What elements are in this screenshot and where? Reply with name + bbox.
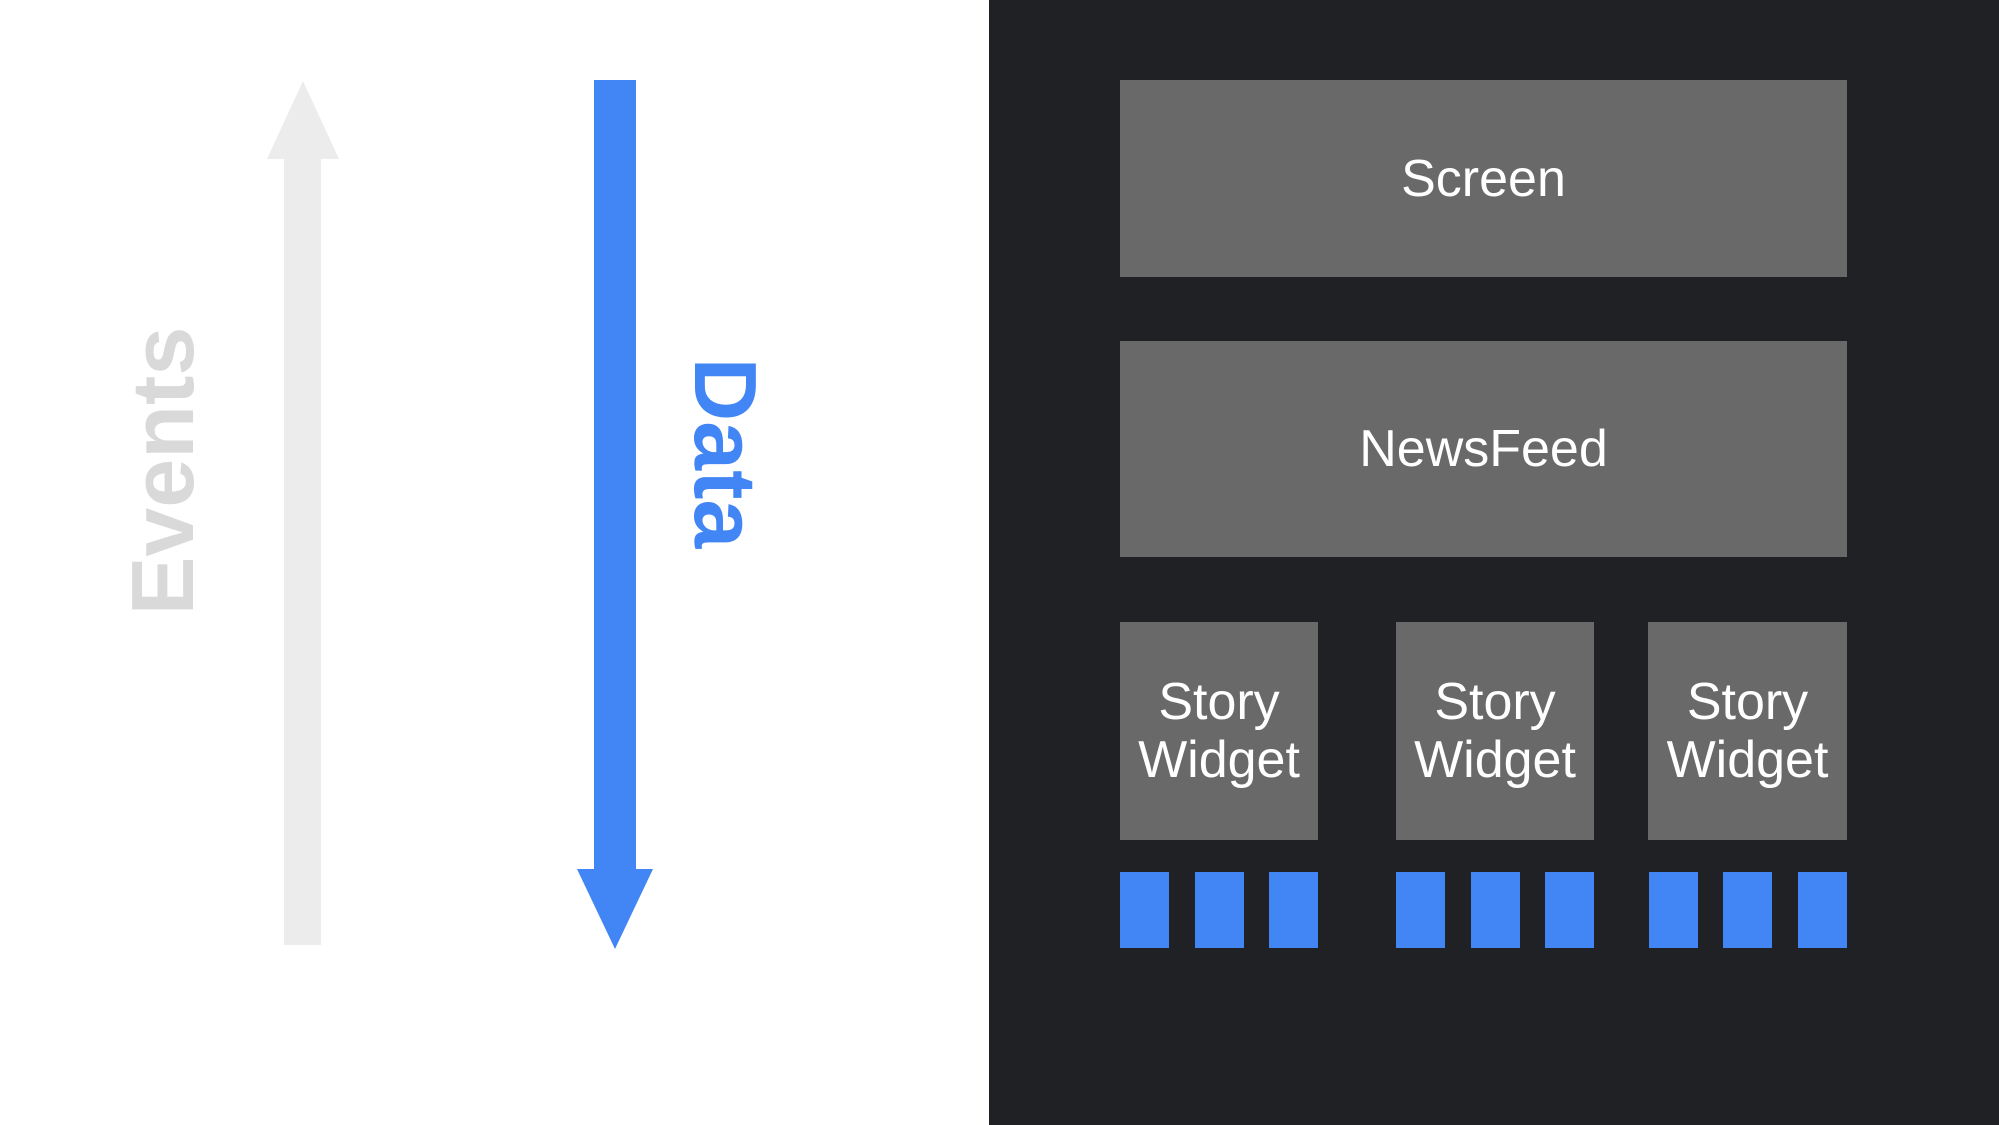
data-item-square — [1545, 872, 1594, 948]
story-widget-label-line1: Story — [1158, 673, 1280, 731]
data-item-square — [1798, 872, 1847, 948]
data-item-square — [1471, 872, 1520, 948]
events-label: Events — [113, 326, 212, 616]
story-widget-box: Story Widget — [1396, 622, 1594, 840]
arrow-down-shaft — [594, 80, 636, 870]
newsfeed-box: NewsFeed — [1120, 341, 1847, 557]
story-widget-label-line2: Widget — [1138, 731, 1300, 789]
story-widget-box: Story Widget — [1648, 622, 1847, 840]
newsfeed-box-label: NewsFeed — [1359, 420, 1608, 478]
data-item-square — [1269, 872, 1318, 948]
arrow-down-head — [577, 869, 653, 949]
data-item-square — [1649, 872, 1698, 948]
data-item-square — [1723, 872, 1772, 948]
data-item-square — [1396, 872, 1445, 948]
story-widget-label-line1: Story — [1686, 673, 1809, 731]
screen-box: Screen — [1120, 80, 1847, 277]
story-widget-label-line1: Story — [1434, 673, 1556, 731]
story-widget-label-line2: Widget — [1666, 731, 1829, 789]
data-item-square — [1120, 872, 1169, 948]
data-label: Data — [676, 357, 775, 549]
data-item-square — [1195, 872, 1244, 948]
arrow-up-head — [267, 81, 339, 159]
story-widget-box: Story Widget — [1120, 622, 1318, 840]
screen-box-label: Screen — [1401, 149, 1566, 208]
story-widget-label-line2: Widget — [1414, 731, 1576, 789]
arrow-up-shaft — [284, 152, 321, 945]
